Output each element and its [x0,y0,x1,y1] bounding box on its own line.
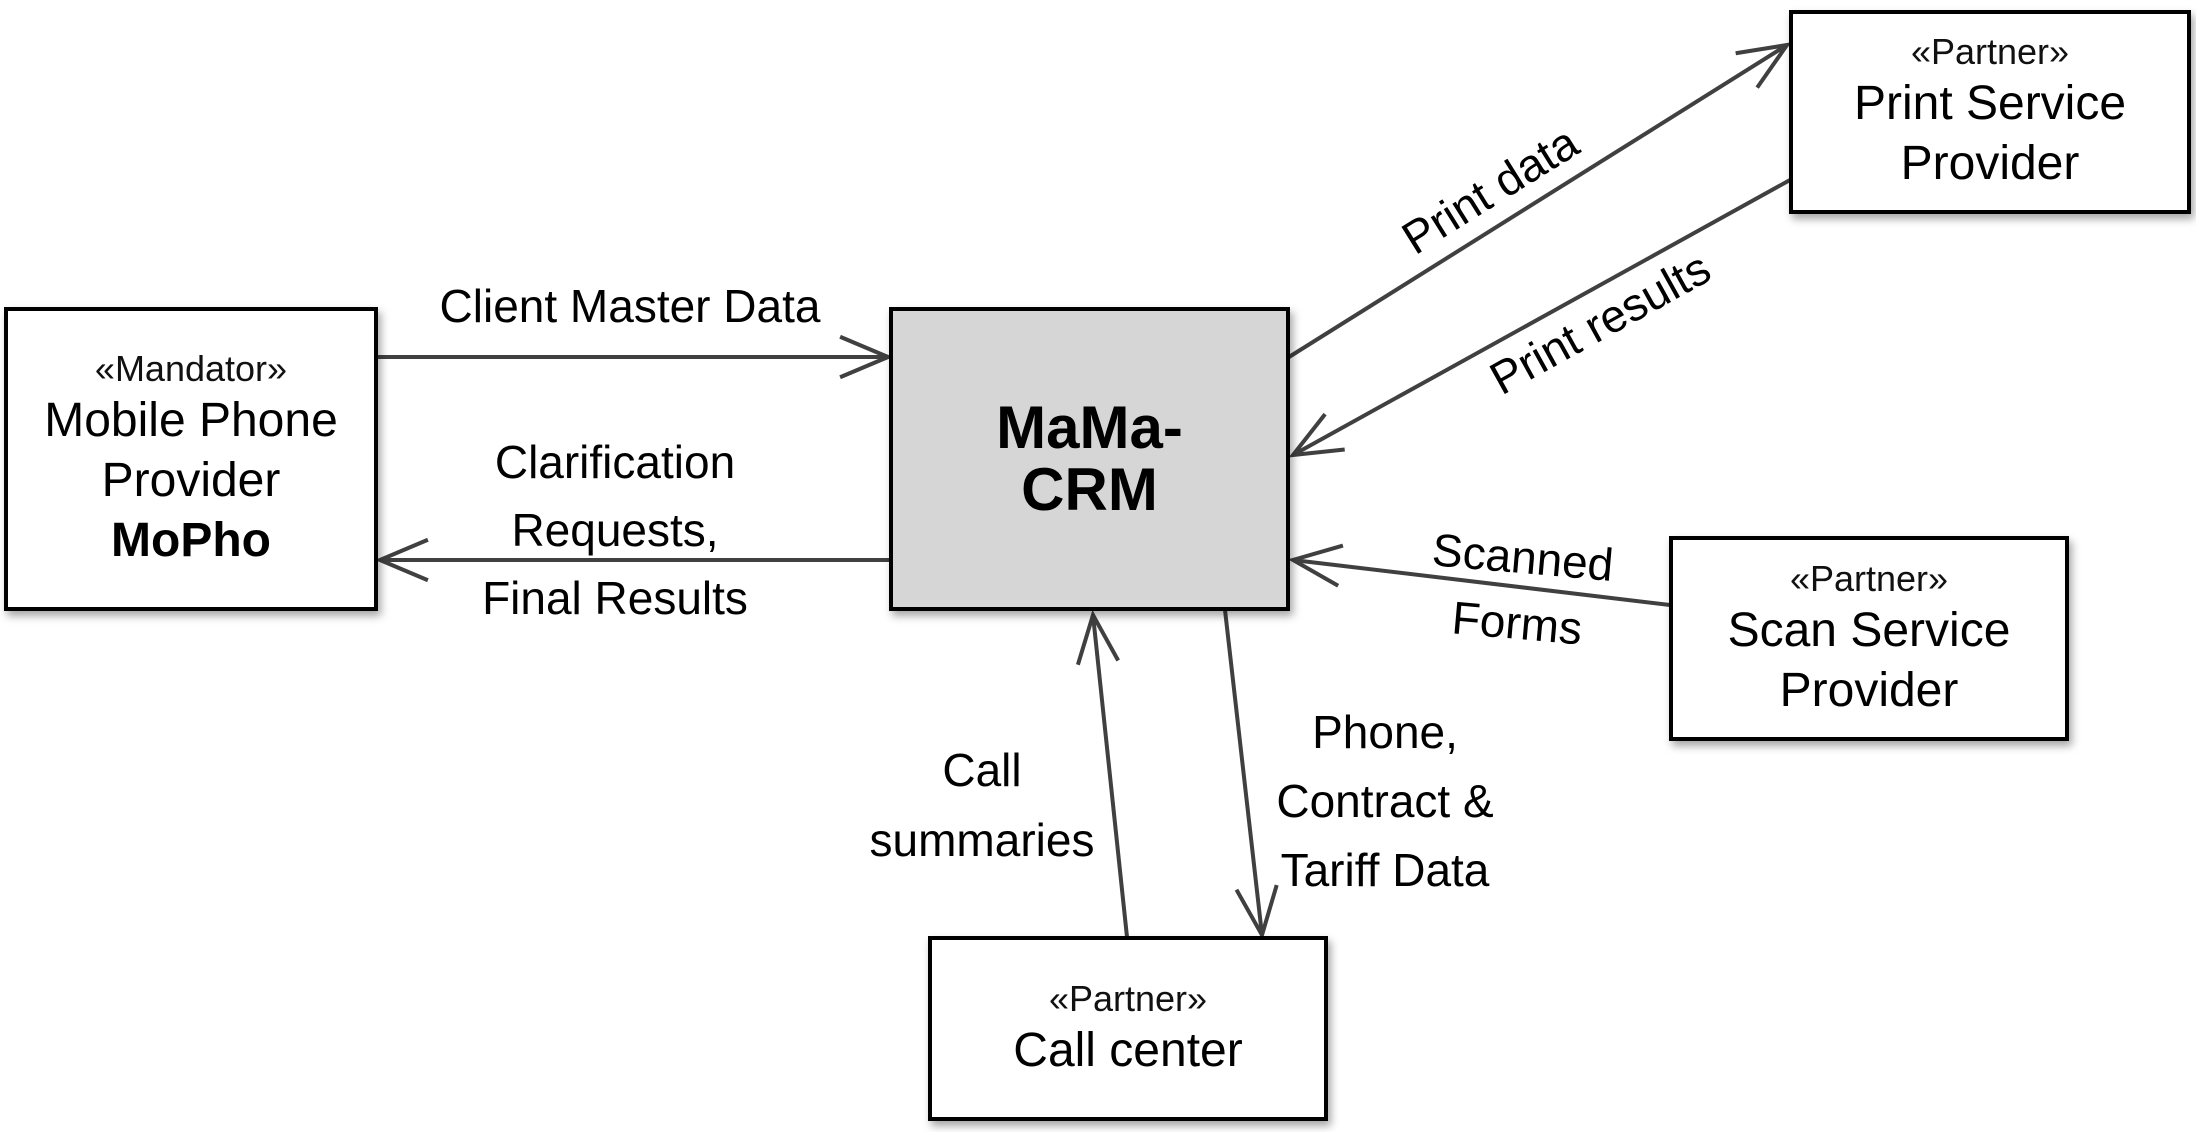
label-line: Client Master Data [439,280,821,332]
edge-line [1292,558,1671,607]
label-line: summaries [869,814,1095,866]
label-line: Phone, [1312,706,1458,758]
stereotype-label: «Partner» [1789,557,1949,599]
edge-label-call-summaries: Call summaries [852,735,1112,875]
edge-call-summaries[interactable] [1075,609,1129,938]
label-line: Requests, [511,504,719,556]
node-mama-crm[interactable]: MaMa- CRM [889,307,1290,611]
edge-print-data[interactable] [1287,42,1792,359]
node-print-service-provider[interactable]: «Partner» Print Service Provider [1789,10,2191,214]
node-mandator[interactable]: «Mandator» Mobile Phone Provider MoPho [4,307,378,611]
label-line: Clarification [494,436,736,488]
edge-line [1287,43,1789,359]
label-line: Final Results [482,572,748,624]
arrowhead-icon [374,537,429,583]
edge-label-phone-contract-tariff: Phone, Contract & Tariff Data [1240,698,1530,905]
node-name-line: Provider [1779,663,1959,717]
edge-print-results[interactable] [1288,178,1791,458]
node-name-bold: MoPho [111,514,271,567]
node-name-line: CRM [1021,456,1158,523]
node-name-line: MaMa- [996,394,1183,461]
node-name-line: Scan Service [1727,603,2011,657]
stereotype-label: «Partner» [1910,31,2070,72]
node-call-center[interactable]: «Partner» Call center [928,936,1328,1121]
arrowhead-icon [1287,543,1344,588]
edge-line [1223,609,1264,936]
label-line: Contract & [1276,775,1494,827]
edge-label-clarification: Clarification Requests, Final Results [440,428,790,632]
edge-line [1091,614,1129,938]
label-line: Call [942,744,1022,796]
edge-label-scanned-forms: Scanned Forms [1395,514,1646,666]
edge-phone-contract-tariff[interactable] [1223,609,1279,941]
node-scan-service-provider[interactable]: «Partner» Scan Service Provider [1669,536,2069,741]
node-name-line: Mobile Phone [44,394,338,447]
arrowhead-icon [1234,884,1279,941]
arrowhead-icon [1735,42,1792,89]
edge-label-client-master-data: Client Master Data [405,276,855,336]
edge-line [1292,178,1791,457]
edge-clarification[interactable] [374,537,890,583]
node-name-line: Provider [101,454,281,507]
arrowhead-icon [1288,412,1345,458]
edge-client-master-data[interactable] [377,334,894,380]
arrowhead-icon [839,334,894,380]
arrowhead-icon [1075,609,1120,666]
edge-scanned-forms[interactable] [1287,543,1671,607]
label-line: Tariff Data [1280,844,1490,896]
node-name-line: Call center [1013,1023,1243,1077]
node-name-line: Provider [1900,137,2080,190]
stereotype-label: «Mandator» [94,348,288,389]
stereotype-label: «Partner» [1048,977,1208,1019]
node-name-line: Print Service [1853,77,2127,130]
